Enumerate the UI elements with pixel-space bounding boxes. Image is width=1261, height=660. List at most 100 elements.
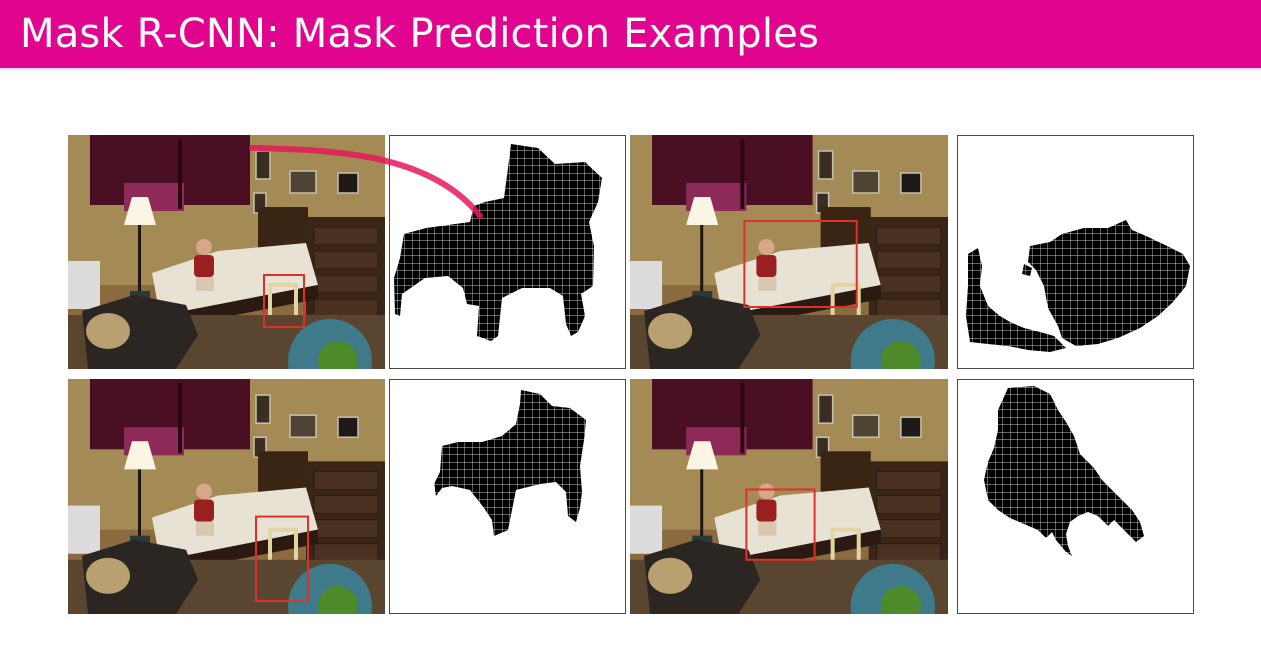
child-shirt — [756, 499, 777, 522]
detection-box — [255, 515, 309, 602]
chair-mask-shape — [434, 390, 586, 536]
example-1-photo — [68, 135, 385, 369]
rug-center — [880, 341, 921, 369]
bedroom-scene — [630, 135, 948, 369]
example-2-mask — [957, 135, 1194, 369]
dresser-drawer — [313, 226, 379, 246]
bed-mask — [966, 220, 1190, 352]
armchair-cushion — [86, 557, 130, 594]
picture-frame — [851, 170, 880, 194]
armchair-cushion — [648, 313, 693, 349]
child-mask-shape — [984, 386, 1144, 556]
bed-mattress — [714, 243, 881, 311]
dresser-drawer — [313, 543, 379, 563]
armchair-cushion — [648, 557, 693, 594]
dresser-drawer — [876, 470, 942, 490]
slide-header: Mask R-CNN: Mask Prediction Examples — [0, 0, 1261, 68]
dresser-drawer — [876, 543, 942, 563]
child-mask — [984, 386, 1144, 556]
dresser-drawer — [876, 274, 942, 294]
chair-mask-1 — [394, 144, 602, 341]
example-3-photo — [68, 379, 385, 614]
lamp-pole — [700, 225, 704, 295]
header-divider — [0, 68, 1261, 72]
detection-box — [745, 488, 816, 561]
example-3-mask — [389, 379, 626, 614]
scene-group — [68, 379, 385, 614]
dresser-drawer — [876, 250, 942, 270]
picture-frame — [289, 414, 317, 439]
lamp-base — [130, 291, 150, 299]
picture-frame — [255, 150, 271, 180]
example-1-mask — [389, 135, 626, 369]
picture-frame — [337, 172, 359, 194]
lamp-pole — [138, 225, 141, 295]
rug-center — [318, 585, 358, 614]
child-legs — [196, 277, 214, 291]
curtain-fold — [740, 139, 745, 209]
dresser-drawer — [313, 470, 379, 490]
child-head — [758, 239, 775, 255]
armchair-cushion — [86, 313, 130, 349]
child-legs — [758, 521, 777, 536]
scene-group — [630, 379, 948, 614]
lamp-shade — [686, 441, 719, 470]
rug-center — [880, 585, 921, 614]
child-head — [196, 483, 212, 500]
example-4-mask — [957, 379, 1194, 614]
bedroom-scene — [68, 379, 385, 614]
dresser-drawer — [313, 519, 379, 539]
picture-frame — [900, 172, 922, 194]
dresser-drawer — [876, 494, 942, 515]
bedroom-scene — [68, 135, 385, 369]
curtain-fold — [178, 383, 182, 454]
bed-mattress — [714, 487, 881, 556]
child-shirt — [194, 255, 214, 277]
child-shirt — [194, 499, 214, 522]
picture-frame — [255, 394, 271, 424]
dresser-drawer — [876, 519, 942, 539]
child-head — [196, 239, 212, 255]
picture-frame — [337, 416, 359, 439]
example-2-photo — [630, 135, 948, 369]
scene-group — [68, 135, 385, 369]
laundry-basket — [68, 505, 100, 554]
curtain-fold — [178, 139, 182, 209]
lamp-pole — [700, 469, 704, 540]
example-4-photo — [630, 379, 948, 614]
bed-mask-main — [1028, 220, 1190, 346]
lamp-shade — [124, 441, 156, 470]
bed-mattress — [152, 487, 318, 556]
curtain-fold — [740, 383, 745, 454]
detection-box — [263, 274, 305, 328]
dresser-drawer — [313, 274, 379, 294]
dresser-drawer — [313, 494, 379, 515]
child-shirt — [756, 255, 777, 277]
dresser-drawer — [313, 298, 379, 318]
bed-frame — [158, 529, 318, 570]
lamp-base — [692, 535, 713, 544]
lamp-base — [130, 535, 150, 544]
picture-frame — [817, 394, 834, 424]
lamp-pole — [138, 469, 141, 540]
bed-mask-fragment — [1022, 264, 1032, 276]
bed-mask-left — [966, 248, 1066, 352]
dresser-drawer — [876, 298, 942, 318]
laundry-basket — [630, 261, 663, 309]
dresser-drawer — [313, 250, 379, 270]
picture-frame — [851, 414, 880, 439]
laundry-basket — [68, 261, 100, 309]
picture-frame — [817, 150, 834, 180]
picture-frame — [900, 416, 922, 439]
chair-mask-shape — [394, 144, 602, 341]
child-legs — [196, 521, 214, 536]
slide-title: Mask R-CNN: Mask Prediction Examples — [20, 11, 820, 57]
bed-mattress — [152, 243, 318, 311]
rug-center — [318, 341, 358, 369]
dresser-drawer — [876, 226, 942, 246]
child-legs — [758, 277, 777, 291]
chair-mask-2 — [434, 390, 586, 536]
picture-frame — [289, 170, 317, 194]
lamp-shade — [124, 197, 156, 225]
laundry-basket — [630, 505, 663, 554]
